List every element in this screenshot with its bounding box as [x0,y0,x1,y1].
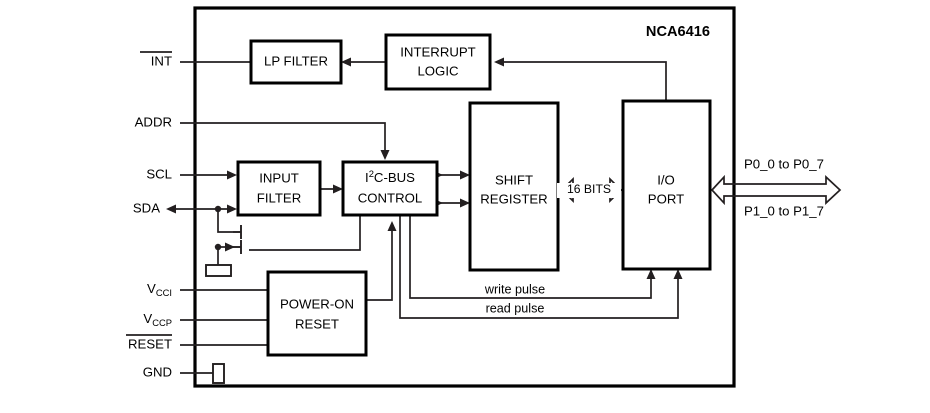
arrowhead-i2c-addr-in [380,150,390,160]
vcci-subscript: CCI [156,287,172,298]
block-label-interrupt-logic-line2: LOGIC [417,63,459,78]
arrowhead-shift-in-upper [460,170,470,180]
bus-label-top-layer: 16 BITS write pulse read pulse [484,182,611,315]
block-label-shift-register-line2: REGISTER [480,191,547,206]
arrowhead-inputfilter-scl-in [227,170,237,180]
arrowhead-interrupt-in [494,57,504,67]
block-label-i2c-line2: CONTROL [358,190,422,205]
block-label-lp-filter: LP FILTER [264,53,328,68]
chip-boundary [193,6,736,388]
wire-por-to-i2c [366,227,393,301]
bond-pad-gnd [212,363,225,384]
block-label-layer: LP FILTER INTERRUPT LOGIC INPUT FILTER I… [257,44,684,331]
vccp-base: V [143,311,152,326]
arrowhead-i2c-in [333,184,343,194]
block-label-input-filter-line1: INPUT [259,170,299,185]
mask-16bits [557,183,621,198]
block-label-i2c-line1: I2C-BUS [365,168,415,185]
i2c-pre: I [365,170,369,185]
block-input-filter[interactable] [236,160,322,217]
signal-label-read-pulse-top: read pulse [486,301,545,315]
arrowhead-inputfilter-sda-in [227,204,237,214]
wire-read-pulse [399,215,679,319]
arrowhead-ioport-read-in [673,269,683,279]
bond-pad-sda [205,264,232,277]
pin-label-layer: INT ADDR SCL SDA VCCI VCCP RESET GND [126,51,172,379]
pin-label-gnd: GND [143,364,172,379]
block-power-on-reset[interactable] [266,270,368,357]
block-i2c-bus-control[interactable] [341,160,439,217]
arrowhead-sda-out [166,204,176,214]
i2c-post: C-BUS [374,170,415,185]
wire-i2c-to-sda-driver [249,215,361,251]
arrowhead-mosfet-source [225,242,235,252]
pin-label-vccp: VCCP [143,311,172,328]
pin-label-reset: RESET [128,336,172,351]
arrowhead-lpfilter-in [341,57,351,67]
block-shift-register[interactable] [468,101,560,272]
block-label-power-on-reset-line1: POWER-ON [280,296,354,311]
arrowhead-ioport-write-in [646,269,656,279]
mask-read-pulse [466,301,566,316]
bus-label-16-bits-top: 16 BITS [567,182,611,196]
block-label-io-port-line1: I/O [657,172,675,187]
vcci-base: V [147,281,156,296]
wire-ioport-to-interrupt [499,61,667,101]
block-label-shift-register-line1: SHIFT [495,172,533,187]
arrowhead-shift-in-lower [460,198,470,208]
block-label-input-filter-line2: FILTER [257,190,301,205]
block-lp-filter[interactable] [249,39,343,85]
pin-label-addr: ADDR [135,114,172,129]
bus-label-port1: P1_0 to P1_7 [744,203,824,218]
block-label-power-on-reset-line2: RESET [295,316,339,331]
signal-label-write-pulse-top: write pulse [484,282,545,296]
pin-label-int: INT [151,53,172,68]
bus-label-port0: P0_0 to P0_7 [744,156,824,171]
i2c-superscript: 2 [369,168,374,179]
block-io-port[interactable] [621,99,712,271]
bus-port-arrow [710,174,842,206]
mask-write-pulse [466,282,566,297]
wire-layer [166,57,842,384]
wire-write-pulse [409,215,652,299]
block-label-interrupt-logic-line1: INTERRUPT [400,44,475,59]
wire-sda-to-mosfet-drain [217,209,233,233]
vccp-subscript: CCP [152,317,172,328]
wire-addr-to-i2c [180,122,386,154]
page-title: NCA6416 [646,24,710,40]
block-label-io-port-line2: PORT [648,191,684,206]
pin-label-scl: SCL [146,166,172,181]
block-interrupt-logic[interactable] [384,33,492,91]
pin-label-sda: SDA [133,200,160,215]
label-backdrop-layer [466,183,621,316]
pin-label-vcci: VCCI [147,281,172,298]
arrowhead-i2c-por-in [387,221,397,231]
block-layer [236,33,712,357]
